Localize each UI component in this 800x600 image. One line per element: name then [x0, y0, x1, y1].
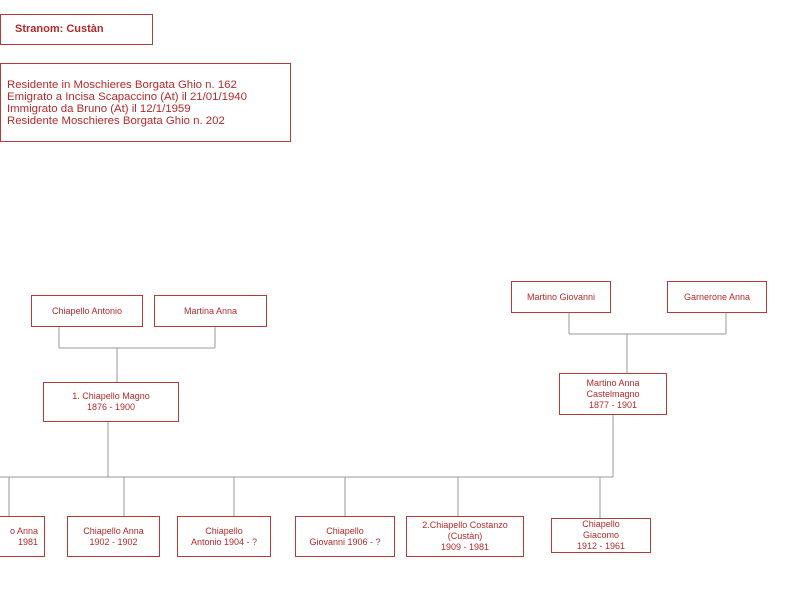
surname-title-text: Stranom: Custàn: [15, 23, 104, 35]
person-paternal-grandfather: Chiapello Antonio: [31, 295, 143, 327]
person-child: Chiapello Anna 1902 - 1902: [67, 516, 160, 557]
residence-notes: Residente in Moschieres Borgata Ghio n. …: [0, 63, 291, 142]
person-name: 1. Chiapello Magno: [72, 391, 150, 401]
note-line: Residente in Moschieres Borgata Ghio n. …: [7, 78, 237, 91]
person-child: o Anna 1981: [0, 516, 45, 557]
surname-title: Stranom: Custàn: [0, 14, 153, 45]
person-dates: 1909 - 1981: [440, 542, 490, 552]
person-maternal-grandfather: Martino Giovanni: [511, 281, 611, 313]
person-name: Chiapello Antonio: [51, 305, 123, 316]
person-name: Chiapello: [205, 525, 243, 536]
person-name: Garnerone Anna: [683, 291, 751, 302]
person-dates: 1876 - 1900: [86, 402, 136, 412]
person-name: o Anna: [9, 525, 38, 536]
person-dates: 1912 - 1961: [576, 541, 626, 551]
person-name: Giacomo: [582, 530, 619, 540]
person-name: 2.Chiapello Costanzo: [422, 520, 508, 530]
person-dates: 1902 - 1902: [89, 536, 138, 547]
person-place: Castelmagno: [586, 388, 640, 399]
person-mother: Martino Anna Castelmagno 1877 - 1901: [559, 373, 667, 415]
person-child: 2.Chiapello Costanzo (Custàn) 1909 - 198…: [406, 516, 524, 557]
note-line: Immigrato da Bruno (At) il 12/1/1959: [7, 102, 191, 115]
person-child: Chiapello Giovanni 1906 - ?: [295, 516, 395, 557]
note-line: Emigrato a Incisa Scapaccino (At) il 21/…: [7, 90, 247, 103]
person-father: 1. Chiapello Magno 1876 - 1900: [43, 382, 179, 422]
person-dates: 1981: [17, 536, 38, 547]
note-line: Residente Moschieres Borgata Ghio n. 202: [7, 114, 225, 127]
person-paternal-grandmother: Martina Anna: [154, 295, 267, 327]
person-dates: Giovanni 1906 - ?: [309, 536, 381, 547]
person-name: Martino Anna: [586, 377, 640, 388]
person-name: Martino Giovanni: [526, 291, 596, 302]
person-name: Martina Anna: [183, 305, 238, 316]
person-maternal-grandmother: Garnerone Anna: [667, 281, 767, 313]
person-child: Chiapello Antonio 1904 - ?: [177, 516, 271, 557]
person-dates: Antonio 1904 - ?: [190, 536, 258, 547]
person-nickname: (Custàn): [447, 531, 483, 541]
person-name: Chiapello Anna: [83, 525, 144, 536]
person-dates: 1877 - 1901: [588, 399, 638, 410]
person-child: Chiapello Giacomo 1912 - 1961: [551, 518, 651, 553]
person-name: Chiapello: [326, 525, 364, 536]
person-name: Chiapello: [582, 519, 620, 529]
